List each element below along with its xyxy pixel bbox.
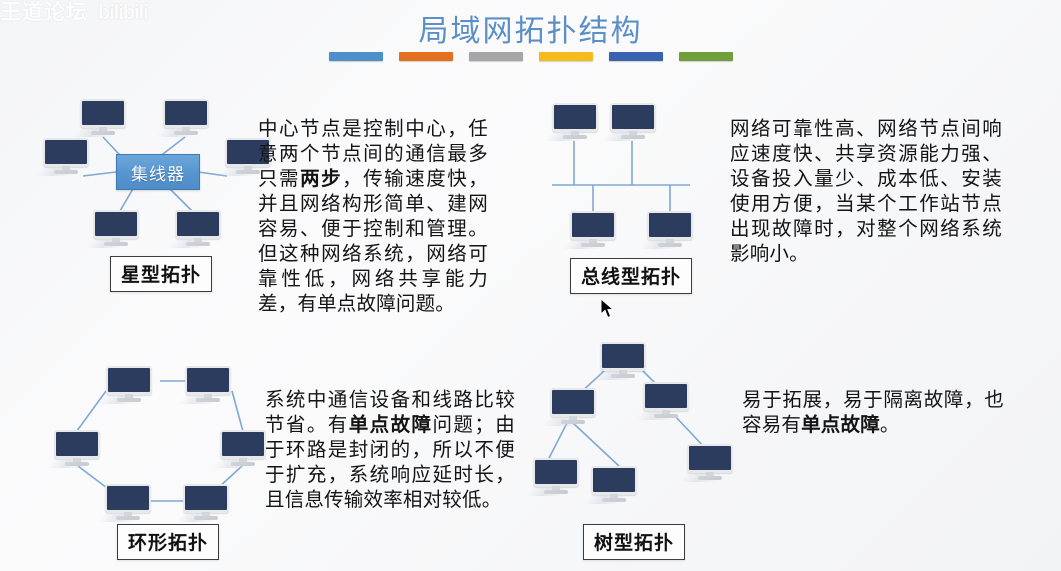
accent-bar-orange [398,52,453,61]
accent-bar-yellow [538,52,593,61]
ring-node-bottom-left [98,484,151,522]
bus-topology-diagram [500,95,720,255]
bus-node-top-left [545,103,598,141]
tree-node-leaf-left [526,458,579,496]
ring-node-top-left [99,366,152,404]
accent-bar-blue [328,52,383,61]
tree-node-branch-right [636,382,689,420]
bus-node-bottom-right [640,211,693,249]
tree-node-leaf-middle [584,466,637,504]
tree-node-branch-left [543,388,596,426]
star-node-right [218,138,271,176]
ring-topology-description: 系统中通信设备和线路比较节省。有单点故障问题；由于环路是封闭的，所以不便于扩充，… [265,389,515,511]
star-topology-diagram [36,90,271,260]
ring-topology-caption: 环形拓扑 [117,524,220,560]
ring-node-top-right [178,366,231,404]
watermark: 王道论坛 bilibili [0,1,149,24]
star-node-top-left [73,99,126,137]
watermark-text: 王道论坛 [0,1,88,24]
tree-topology-diagram [515,338,740,508]
tree-topology-description: 易于拓展，易于隔离故障，也容易有单点故障。 [742,389,1004,436]
accent-bar-gray [468,52,523,61]
ring-node-right [213,430,266,468]
bilibili-logo-icon: bilibili [98,1,149,24]
ring-topology-diagram [47,358,266,522]
star-node-top-right [156,99,209,137]
page-title: 局域网拓扑结构 [418,15,643,48]
star-topology-description: 中心节点是控制中心，任意两个节点间的通信最多只需两步，传输速度快，并且网络构形简… [258,118,488,315]
ring-node-bottom-right [176,484,229,522]
star-hub-node: 集线器 [116,154,200,190]
mouse-cursor-icon [600,298,615,319]
star-node-bottom-right [168,210,221,248]
tree-topology-caption: 树型拓扑 [583,524,686,560]
star-node-bottom-left [86,210,139,248]
bus-topology-caption: 总线型拓扑 [570,258,693,294]
ring-node-left [47,430,100,468]
tree-node-root [593,342,646,380]
bus-node-bottom-left [563,211,616,249]
bus-link-lines [552,141,690,213]
accent-bar-darkblue [608,52,663,61]
accent-bar-green [678,52,733,61]
tree-node-leaf-right [680,444,733,482]
accent-bar-row [0,52,1061,61]
star-node-left [36,138,89,176]
bus-node-top-right [603,103,656,141]
bus-topology-description: 网络可靠性高、网络节点间响应速度快、共享资源能力强、设备投入量少、成本低、安装使… [730,118,1002,265]
star-topology-caption: 星型拓扑 [110,256,213,292]
